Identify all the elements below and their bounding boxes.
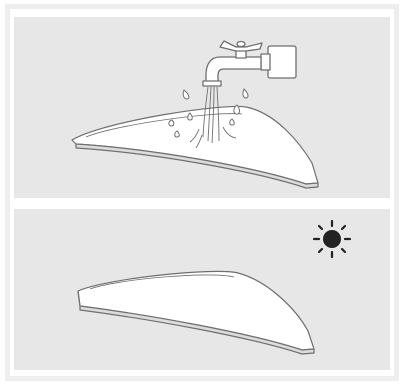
faucet-icon	[203, 41, 296, 86]
dry-step-illustration	[14, 209, 390, 370]
dry-step-panel	[14, 209, 390, 370]
wash-step-illustration	[14, 17, 390, 198]
sun-icon	[314, 221, 350, 257]
mop-plate-wet	[72, 106, 318, 188]
mop-plate-dry	[78, 271, 314, 354]
wash-step-panel	[14, 17, 390, 198]
